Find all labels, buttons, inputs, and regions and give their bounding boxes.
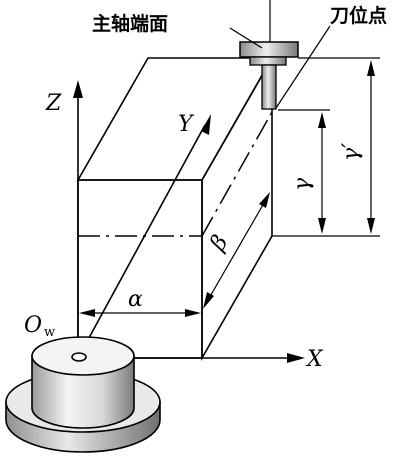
tool-point-leader bbox=[275, 25, 331, 109]
y-axis bbox=[77, 124, 206, 359]
axes bbox=[73, 80, 305, 363]
origin-subscript: w bbox=[44, 325, 55, 340]
gamma-label: γ bbox=[290, 177, 315, 191]
box-front-face bbox=[77, 179, 203, 359]
alpha-arrow-right bbox=[185, 309, 201, 317]
y-axis-arrowhead bbox=[201, 114, 211, 135]
y-axis-label: Y bbox=[178, 112, 195, 137]
x-axis-arrowhead bbox=[287, 353, 305, 363]
alpha-arrow-left bbox=[79, 309, 95, 317]
beta-label: β bbox=[205, 231, 233, 256]
box-top-face bbox=[76, 57, 274, 181]
spindle bbox=[239, 0, 299, 110]
alpha-label: α bbox=[128, 287, 143, 312]
gamma-prime-arrow-bottom bbox=[367, 218, 375, 234]
leaders bbox=[229, 25, 331, 109]
rotary-table bbox=[5, 336, 161, 453]
tool bbox=[261, 64, 277, 110]
origin-label: O bbox=[24, 313, 42, 338]
spindle-face-label: 主轴端面 bbox=[92, 12, 168, 35]
text-labels: 主轴端面 刀位点 Z Y X O w α β γ γ′ bbox=[24, 4, 387, 372]
spindle-face bbox=[239, 41, 299, 58]
spindle-face-leader bbox=[229, 27, 263, 49]
tool-holder bbox=[249, 56, 287, 66]
gamma-prime-label: γ′ bbox=[339, 143, 364, 161]
z-axis-label: Z bbox=[45, 91, 62, 116]
beta-dimension bbox=[207, 202, 265, 301]
beta-arrow-up bbox=[259, 192, 270, 208]
gamma-arrow-top bbox=[318, 112, 326, 128]
gamma-prime-arrow-top bbox=[367, 60, 375, 76]
tool-point-label: 刀位点 bbox=[330, 4, 387, 27]
origin-point bbox=[71, 352, 87, 362]
z-axis-arrowhead bbox=[73, 80, 83, 98]
right-face-centerline bbox=[201, 111, 273, 237]
x-axis-label: X bbox=[305, 347, 324, 372]
table-cylinder-side bbox=[31, 355, 135, 429]
beta-arrow-down bbox=[203, 292, 214, 309]
dimensions bbox=[79, 57, 380, 317]
gamma-arrow-bottom bbox=[318, 218, 326, 234]
